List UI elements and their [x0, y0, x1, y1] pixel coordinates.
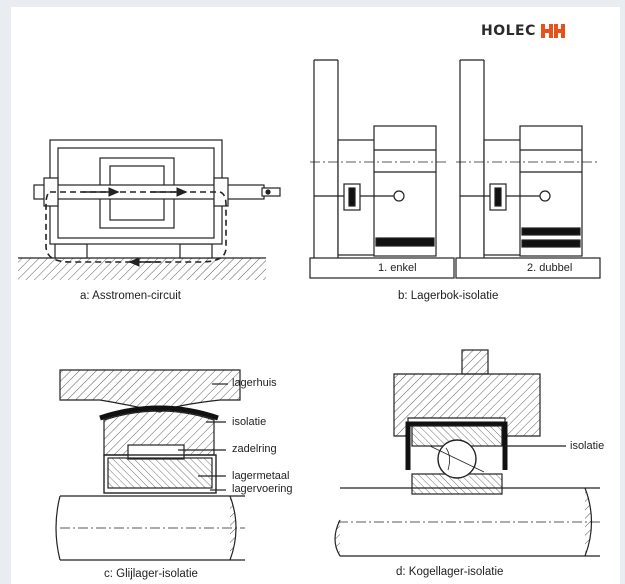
caption-c: c: Glijlager-isolatie: [104, 568, 198, 580]
figure-d-ball-bearing: [334, 349, 603, 557]
figure-c-sleeve-bearing: [55, 369, 245, 561]
figure-b-pedestal: [309, 59, 601, 279]
brand-name: HOLEC: [481, 23, 536, 39]
label-lagervoering: lagervoering: [232, 483, 293, 495]
label-lagerhuis: lagerhuis: [232, 377, 277, 389]
label-zadelring: zadelring: [232, 443, 277, 455]
label-lagermetaal: lagermetaal: [232, 470, 290, 482]
label-isolatie-d: isolatie: [570, 440, 605, 452]
caption-d: d: Kogellager-isolatie: [396, 566, 504, 578]
caption-a: a: Asstromen-circuit: [80, 290, 181, 302]
holec-logo: HOLEC: [481, 23, 565, 39]
caption-b: b: Lagerbok-isolatie: [398, 290, 499, 302]
label-b-dubbel: 2. dubbel: [527, 262, 573, 274]
holec-mark-icon: [540, 24, 565, 38]
label-b-enkel: 1. enkel: [378, 262, 417, 274]
label-isolatie-c: isolatie: [232, 416, 267, 428]
figure-a-motor: [18, 139, 281, 280]
